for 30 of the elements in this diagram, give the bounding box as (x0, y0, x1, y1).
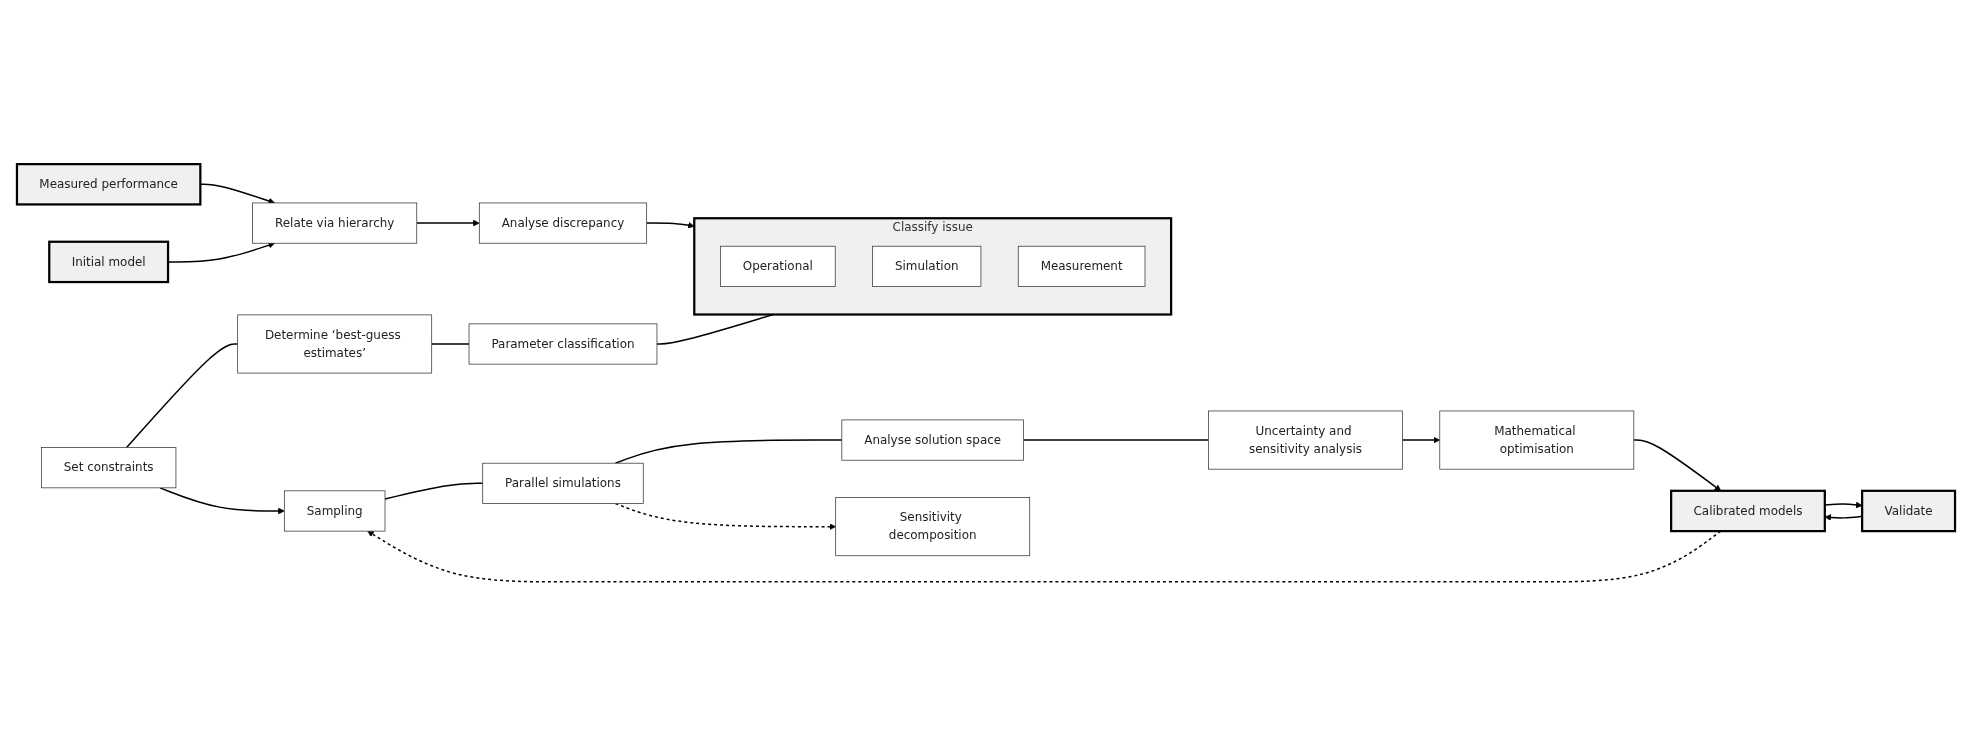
connector (384, 482, 484, 500)
arrow (416, 219, 480, 227)
node-box: Calibrated models (1670, 489, 1826, 533)
arrow (159, 487, 285, 515)
connector (614, 439, 843, 464)
arrow (645, 222, 695, 229)
node-box: Simulation (872, 245, 982, 287)
node-box: Mathematical optimisation (1439, 410, 1635, 470)
node-box: Validate (1861, 489, 1957, 533)
node-box: Relate via hierarchy (252, 202, 418, 244)
arrow (1824, 501, 1863, 509)
node-box: Initial model (48, 240, 170, 284)
node-box: Analyse discrepancy (478, 202, 648, 244)
connector (1022, 439, 1210, 441)
node-box: Determine ‘best-guess estimates’ (237, 314, 433, 374)
connector (125, 343, 239, 449)
node-box: Operational (720, 245, 836, 287)
node-box: Analyse solution space (841, 419, 1024, 461)
node-box: Sensitivity decomposition (835, 497, 1031, 557)
arrow (1401, 436, 1441, 444)
node-box: Set constraints (41, 447, 177, 489)
connector (430, 343, 470, 345)
node-box: Measured performance (15, 163, 202, 206)
node-box: Sampling (283, 490, 386, 532)
node-box: Parameter classification (468, 323, 658, 365)
node-box: Uncertainty and sensitivity analysis (1208, 410, 1403, 470)
node-box: Measurement (1017, 245, 1146, 287)
node-box: Parallel simulations (482, 462, 644, 504)
arrow (614, 502, 836, 530)
arrow (1824, 514, 1863, 521)
